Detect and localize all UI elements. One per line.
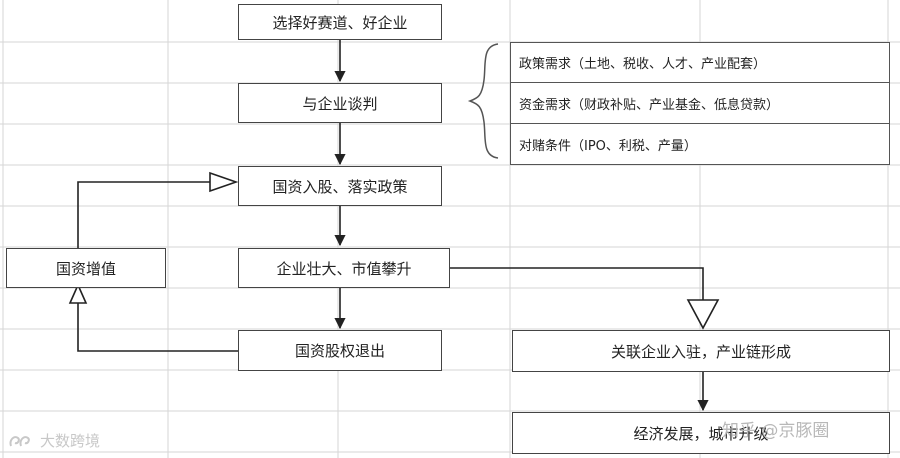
zhihu-watermark: 知乎 @京豚圈 [722,421,830,441]
arrow-exit-to-appreciate [77,303,238,352]
brand-logo: 大数跨境 [8,430,100,451]
flow-box-exit-label: 国资股权退出 [294,342,385,360]
brand-logo-icon [9,435,30,446]
condition-funding-label: 资金需求（财政补贴、产业基金、低息贷款） [519,97,780,113]
flow-box-exit: 国资股权退出 [238,330,442,371]
flow-box-related: 关联企业入驻，产业链形成 [512,330,890,372]
flow-box-related-label: 关联企业入驻，产业链形成 [610,342,791,361]
condition-policy: 政策需求（土地、税收、人才、产业配套） [510,42,890,83]
flow-box-select: 选择好赛道、好企业 [238,4,442,40]
flow-box-select-label: 选择好赛道、好企业 [272,13,408,32]
condition-funding: 资金需求（财政补贴、产业基金、低息贷款） [510,82,890,124]
hollow-arrowhead-right [209,171,239,193]
flow-box-negotiate-label: 与企业谈判 [302,94,378,113]
condition-policy-label: 政策需求（土地、税收、人才、产业配套） [519,57,767,72]
arrow-appreciate-to-invest [77,181,210,248]
flow-box-negotiate: 与企业谈判 [238,83,442,123]
condition-vam: 对赌条件（IPO、利税、产量） [510,123,890,165]
brand-logo-text: 大数跨境 [40,432,101,450]
flow-box-invest: 国资入股、落实政策 [238,166,442,206]
flow-box-invest-label: 国资入股、落实政策 [272,177,408,196]
condition-vam-label: 对赌条件（IPO、利税、产量） [519,138,697,154]
flow-box-economy-label: 经济发展，城市升级 [633,424,769,443]
flow-box-economy: 经济发展，城市升级 [512,412,890,454]
curly-brace [467,43,499,159]
flow-box-grow: 企业壮大、市值攀升 [238,248,450,288]
flow-box-grow-label: 企业壮大、市值攀升 [276,259,412,278]
hollow-arrowhead-down [686,299,720,330]
hollow-arrowhead-up [68,283,88,304]
arrow-grow-to-related [450,267,704,300]
flow-box-appreciate-label: 国资增值 [55,259,116,278]
flow-box-appreciate: 国资增值 [6,248,166,288]
